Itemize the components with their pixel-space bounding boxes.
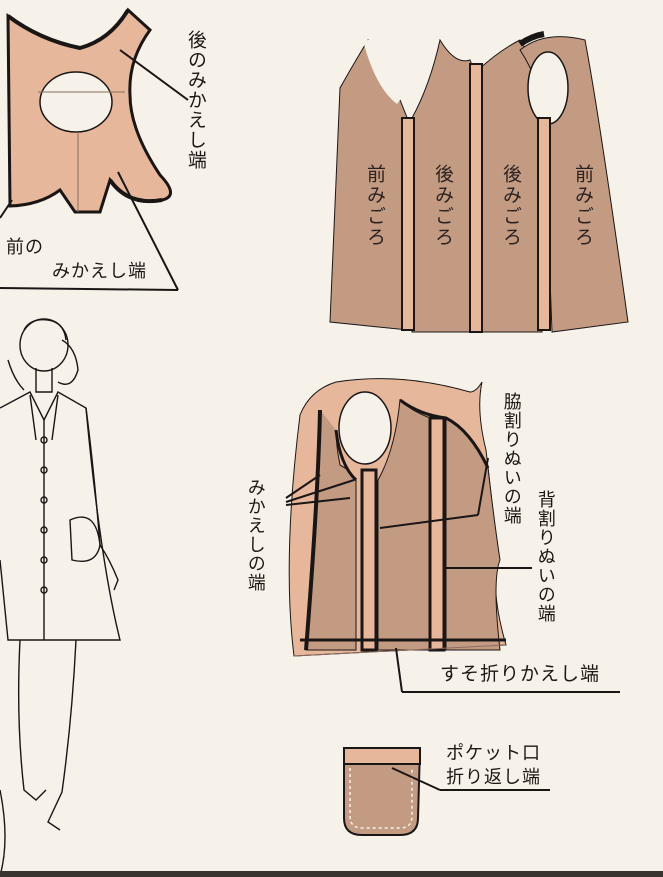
pocket <box>343 747 550 836</box>
middle-bodice <box>288 378 507 657</box>
page-bottom-rule <box>0 871 663 877</box>
front-facing-edge-label-line2: みかえし端 <box>52 261 147 282</box>
pocket-label-line1: ポケット口 <box>446 743 541 764</box>
back-facing-edge-label: 後のみかえし端 <box>184 30 207 170</box>
bodice-panels <box>329 31 629 333</box>
panel-label-back-right: 後みごろ <box>500 164 522 248</box>
facing-piece <box>6 7 172 214</box>
leader-lines-middle <box>285 457 620 693</box>
figure-sketch <box>0 318 121 877</box>
facing-edge-label: みかえしの端 <box>244 478 266 592</box>
back-seam-edge-label: 背割りぬいの端 <box>534 490 556 623</box>
panel-label-front-left: 前みごろ <box>364 164 386 248</box>
side-seam-edge-label: 脇割りぬいの端 <box>500 392 522 525</box>
panel-label-back-left: 後みごろ <box>432 164 454 248</box>
pocket-label-line2: 折り返し端 <box>446 767 541 788</box>
leader-lines-top-left <box>0 49 189 291</box>
front-facing-edge-label-line1: 前の <box>6 237 44 258</box>
hem-edge-label: すそ折りかえし端 <box>440 663 601 685</box>
panel-label-front-right: 前みごろ <box>572 164 594 248</box>
